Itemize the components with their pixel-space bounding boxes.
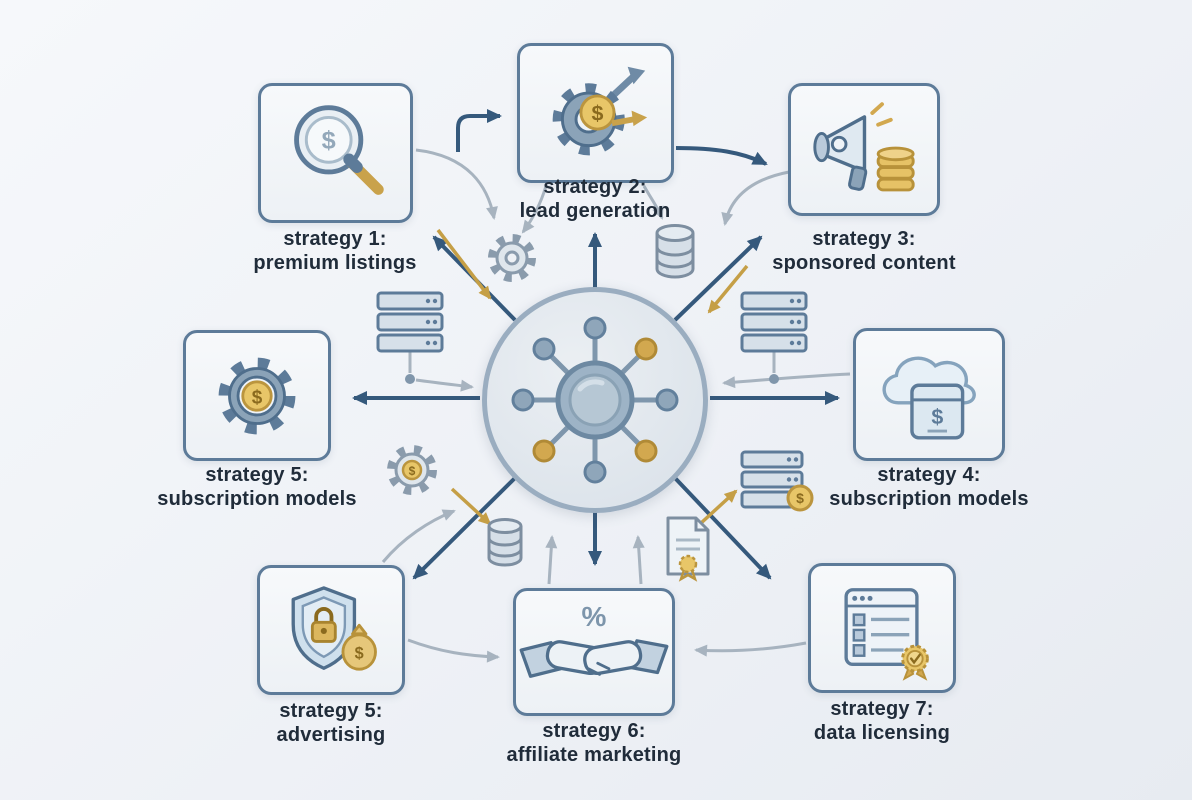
label-line-1: strategy 5: [205, 464, 309, 486]
node-strategy-5-bottom-box: $ [257, 565, 405, 695]
megaphone-coins-icon [813, 101, 915, 191]
dollar-glyph: $ [931, 405, 943, 429]
cloud-paywall-icon: $ [882, 356, 976, 440]
node-strategy-3-label: strategy 3: sponsored content [744, 228, 984, 275]
central-hub [482, 287, 708, 513]
gear-dollar-arrow-icon: $ [552, 66, 647, 156]
dollar-glyph: $ [591, 101, 603, 125]
dollar-glyph: $ [252, 387, 263, 408]
node-strategy-2-label: strategy 2: lead generation [475, 176, 715, 223]
node-strategy-6-box: % [513, 588, 675, 716]
handshake-percent-icon: % [519, 601, 669, 678]
label-line-2: affiliate marketing [506, 743, 682, 766]
label-line-1: strategy 4: [877, 464, 981, 486]
label-line-2: subscription models [157, 487, 357, 510]
label-line-1: strategy 7: [830, 698, 934, 720]
server-stack-right-icon [740, 291, 808, 353]
database-small-icon [487, 518, 523, 567]
node-strategy-7-box [808, 563, 956, 693]
document-seal-icon [666, 516, 710, 582]
label-line-2: subscription models [829, 487, 1029, 510]
node-strategy-2-box: $ [517, 43, 674, 183]
node-strategy-1-label: strategy 1: premium listings [215, 228, 455, 275]
dollar-glyph: $ [355, 645, 364, 663]
node-strategy-5-bottom-label: strategy 5: advertising [211, 700, 451, 747]
server-stack-left-icon [376, 291, 444, 353]
node-strategy-5-left-box: $ [183, 330, 331, 461]
gear-coin-small-icon: $ [387, 445, 437, 495]
label-line-1: strategy 3: [812, 228, 916, 250]
label-line-2: advertising [276, 723, 386, 746]
node-strategy-6-label: strategy 6: affiliate marketing [464, 720, 724, 767]
dollar-glyph: $ [321, 127, 335, 155]
connector-node-right [769, 374, 779, 384]
label-line-1: strategy 6: [542, 720, 646, 742]
percent-glyph: % [582, 601, 607, 632]
network-hub-icon [511, 316, 679, 484]
label-line-2: premium listings [253, 251, 417, 274]
shield-lock-moneybag-icon: $ [291, 586, 377, 671]
label-line-2: sponsored content [772, 251, 956, 274]
node-strategy-7-label: strategy 7: data licensing [762, 698, 1002, 745]
node-strategy-5-left-label: strategy 5: subscription models [127, 464, 387, 511]
node-strategy-4-label: strategy 4: subscription models [799, 464, 1059, 511]
label-line-1: strategy 5: [279, 700, 383, 722]
node-strategy-3-box [788, 83, 940, 216]
magnifier-dollar-icon: $ [293, 105, 384, 195]
database-icon [655, 224, 695, 279]
gear-coin-icon: $ [218, 357, 296, 434]
document-badge-icon [844, 588, 929, 681]
node-strategy-1-box: $ [258, 83, 413, 223]
dollar-glyph: $ [409, 464, 416, 478]
label-line-2: data licensing [813, 721, 951, 744]
label-line-1: strategy 1: [283, 228, 387, 250]
label-line-2: lead generation [519, 199, 671, 222]
connector-node-left [405, 374, 415, 384]
label-line-1: strategy 2: [543, 176, 647, 198]
node-strategy-4-box: $ [853, 328, 1005, 461]
gear-small-icon [488, 234, 536, 282]
